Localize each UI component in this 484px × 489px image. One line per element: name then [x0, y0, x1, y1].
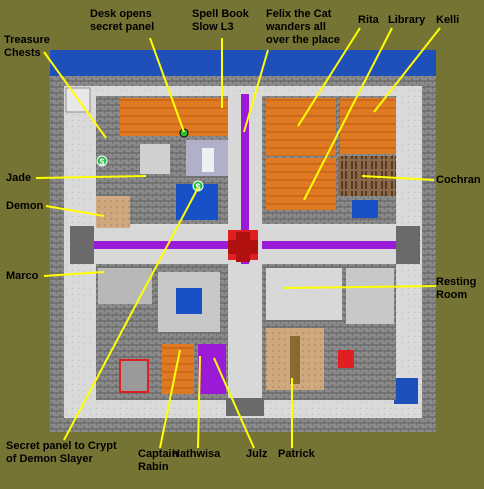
callout-crypt — [63, 187, 199, 441]
label-secret-crypt: Secret panel to Crypt of Demon Slayer — [6, 440, 117, 465]
callout-lines — [35, 27, 441, 449]
east-room — [346, 268, 394, 324]
label-patrick: Patrick — [278, 448, 315, 460]
callout-resting — [283, 285, 437, 289]
label-rita: Rita — [358, 14, 379, 26]
desk-marker — [179, 128, 189, 138]
tower-se — [394, 378, 418, 404]
label-captain-rabin: Captain Rabin — [138, 448, 179, 473]
east-gate — [396, 226, 420, 264]
sea — [50, 50, 436, 76]
treasure-chest-2 — [192, 180, 204, 192]
treasure-chest-1 — [96, 155, 108, 167]
label-resting-room: Resting Room — [436, 276, 477, 301]
center-cross — [228, 232, 258, 262]
callout-julz — [213, 357, 255, 449]
label-library: Library — [388, 14, 426, 26]
callout-felix — [243, 49, 269, 133]
crypt-room — [119, 359, 149, 393]
callout-cochran — [361, 175, 435, 181]
treasure-chest-2-symbol: $ — [195, 182, 200, 192]
label-julz: Julz — [246, 448, 268, 460]
callout-jade — [35, 175, 147, 179]
north-south-carpet — [241, 94, 249, 264]
label-hathwisa: Hathwisa — [172, 448, 221, 460]
stairs — [202, 148, 214, 172]
library-room — [266, 158, 336, 210]
treasure-chest-1-symbol: $ — [99, 157, 104, 167]
hathwisa-room — [198, 344, 226, 394]
label-treasure-chests: Treasure Chests — [4, 34, 50, 59]
kelli-room — [340, 98, 396, 154]
pool-sw — [176, 288, 202, 314]
west-gate — [70, 226, 94, 264]
callout-kelli — [373, 27, 441, 113]
marco-room — [98, 268, 152, 304]
callout-hathwisa — [197, 355, 201, 449]
jade-room — [140, 144, 170, 174]
resting-room — [266, 268, 342, 320]
label-marco: Marco — [6, 270, 39, 282]
fire-room — [338, 350, 354, 368]
callout-demon — [45, 205, 105, 217]
tower-nw — [65, 87, 91, 113]
label-kelli: Kelli — [436, 14, 460, 26]
label-felix: Felix the Cat wanders all over the place — [266, 8, 340, 46]
rita-room — [266, 98, 336, 156]
demon-room — [96, 196, 130, 228]
callout-desk — [149, 37, 185, 133]
pool-ne — [352, 200, 378, 218]
rabin-room — [162, 344, 194, 394]
callout-rita — [297, 27, 361, 127]
callout-rabin — [159, 349, 181, 449]
callout-treasure — [43, 51, 107, 139]
label-desk-panel: Desk opens secret panel — [90, 8, 155, 33]
label-spell-book: Spell Book Slow L3 — [192, 8, 249, 33]
label-demon: Demon — [6, 200, 44, 212]
south-gate — [226, 398, 264, 416]
callout-library — [303, 27, 393, 201]
label-cochran: Cochran — [436, 174, 481, 186]
callout-marco — [43, 271, 105, 277]
dining-table — [290, 336, 300, 384]
label-jade: Jade — [6, 172, 32, 184]
